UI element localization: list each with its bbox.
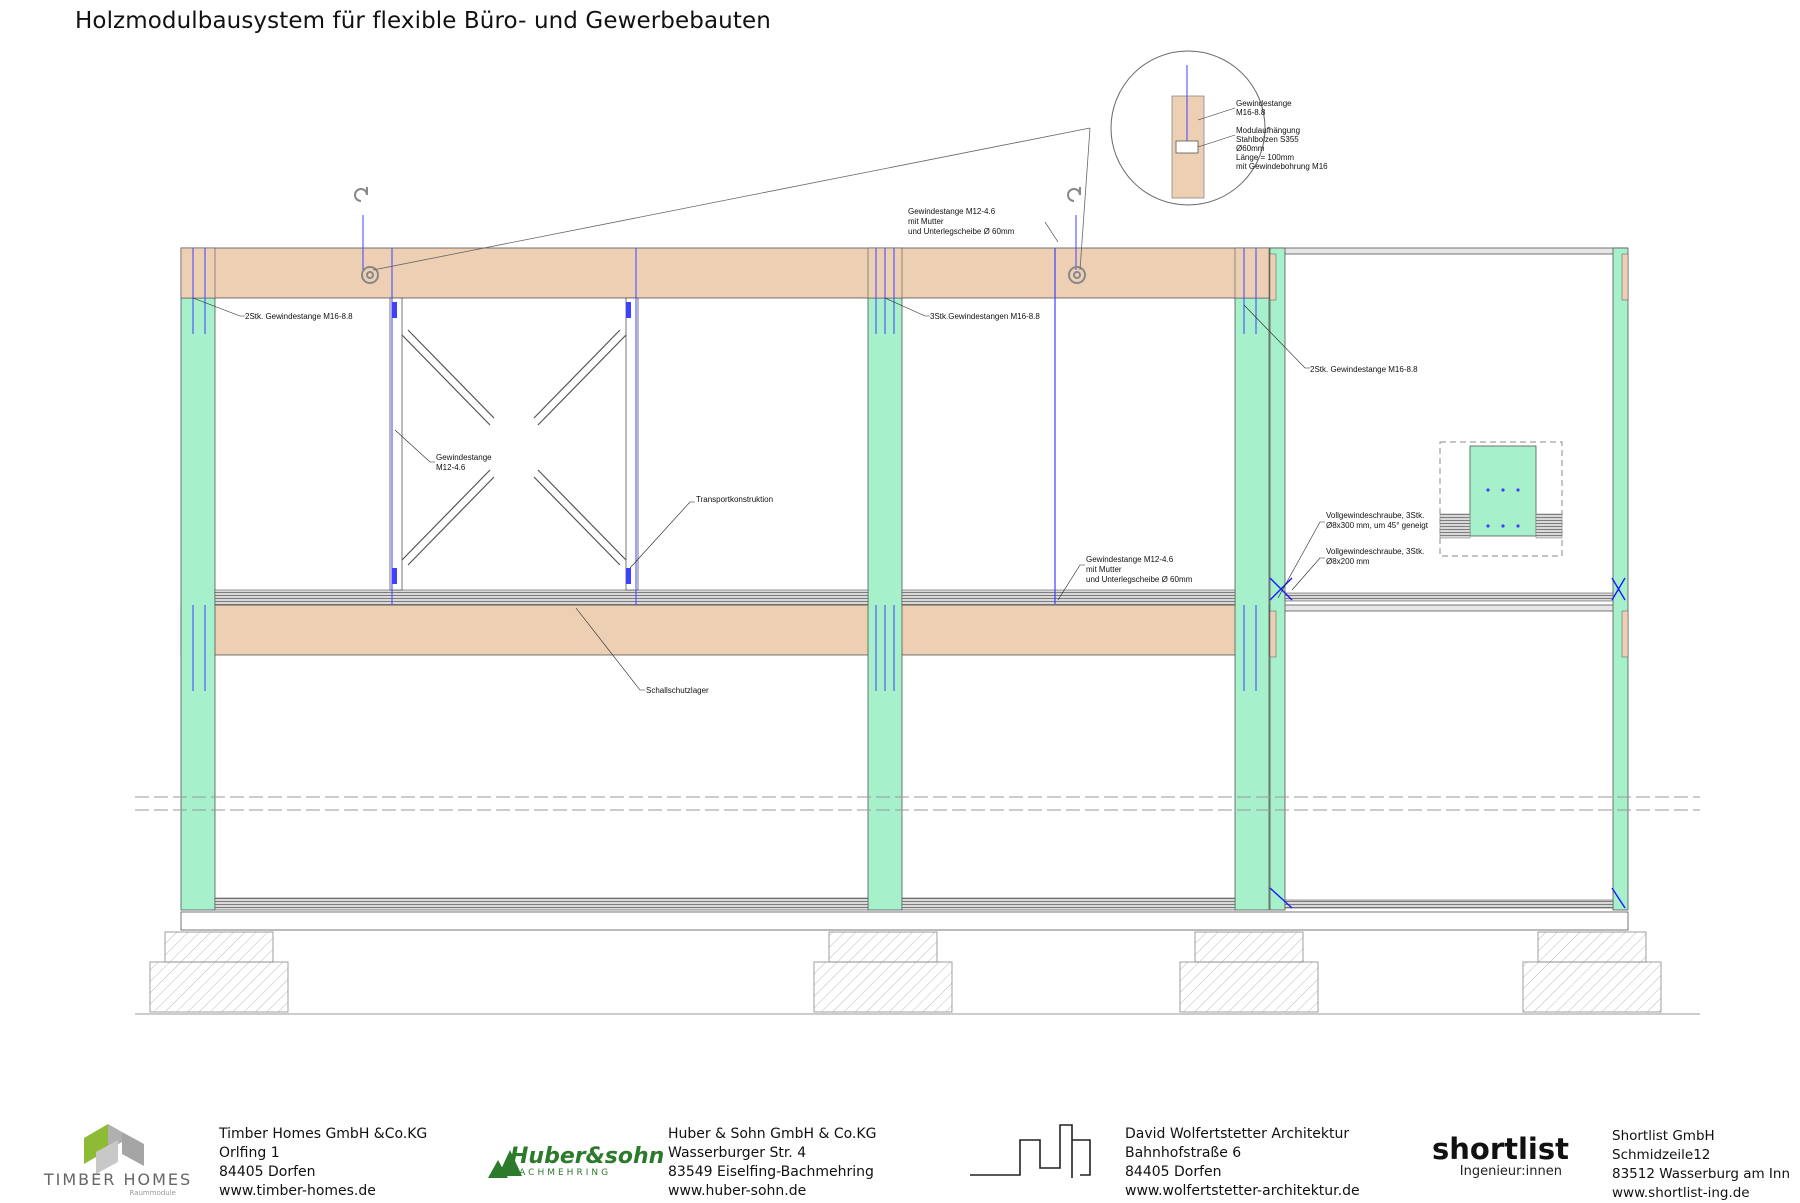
label-top-rod-3: und Unterlegscheibe Ø 60mm: [908, 227, 1015, 236]
columns: [180, 247, 1270, 911]
detail-callout: [372, 50, 1266, 271]
floor-slabs: [214, 589, 1614, 911]
transport-construction: [389, 248, 639, 605]
label-detail-hang-2: Stahlbolzen S355: [1236, 135, 1299, 144]
label-bottom-rod-2: mit Mutter: [1086, 565, 1122, 574]
break-lines: [135, 796, 1700, 811]
shortlist-address: Shortlist GmbH Schmidzeile12 83512 Wasse…: [1612, 1127, 1790, 1203]
leader-lines: [192, 221, 1325, 691]
wolfertstetter-address: David Wolfertstetter Architektur Bahnhof…: [1125, 1125, 1360, 1201]
timber-homes-logo-icon: [84, 1124, 144, 1174]
hook-icon-right: [1067, 187, 1081, 202]
label-rods-3stk: 3Stk.Gewindestangen M16-8.8: [930, 312, 1040, 321]
huber-sohn-logo-sub: BACHMEHRING: [510, 1168, 612, 1178]
address-line: Huber & Sohn GmbH & Co.KG: [668, 1126, 877, 1142]
threaded-rods: [192, 215, 1257, 691]
address-line: Wasserburger Str. 4: [668, 1145, 807, 1161]
address-line[interactable]: www.shortlist-ing.de: [1612, 1185, 1750, 1201]
screws: [1269, 577, 1626, 909]
label-screw1-2: Ø8x300 mm, um 45° geneigt: [1326, 521, 1429, 530]
hook-icon-left: [354, 187, 368, 202]
label-screw2-2: Ø8x200 mm: [1326, 557, 1370, 566]
shortlist-logo-main: shortlist: [1432, 1132, 1569, 1166]
label-rod-m12: Gewindestange: [436, 453, 492, 462]
address-line: Schmidzeile12: [1612, 1147, 1711, 1163]
timber-homes-logo-main: TIMBER HOMES: [43, 1170, 193, 1189]
label-rods-right: 2Stk. Gewindestange M16-8.8: [1310, 365, 1418, 374]
address-line: 83549 Eiselfing-Bachmehring: [668, 1164, 874, 1180]
foundations: [135, 911, 1700, 1015]
huber-sohn-address: Huber & Sohn GmbH & Co.KG Wasserburger S…: [668, 1125, 876, 1201]
address-line: 84405 Dorfen: [1125, 1164, 1222, 1180]
upper-beam-left: [180, 247, 1270, 299]
label-top-rod-2: mit Mutter: [908, 217, 944, 226]
label-detail-hang-4: Länge = 100mm: [1236, 153, 1294, 162]
label-detail-rod-1: Gewindestange: [1236, 99, 1292, 108]
wolfertstetter-logo-icon: [970, 1124, 1091, 1178]
middle-beam-left: [180, 604, 1270, 656]
huber-sohn-logo-icon: [488, 1150, 522, 1178]
address-line: 83512 Wasserburg am Inn: [1612, 1166, 1791, 1182]
label-detail-rod-2: M16-8.8: [1236, 108, 1266, 117]
shortlist-logo: shortlist Ingenieur:innen: [1432, 1132, 1569, 1179]
label-top-rod-1: Gewindestange M12-4.6: [908, 207, 996, 216]
label-screw2-1: Vollgewindeschraube, 3Stk.: [1326, 547, 1424, 556]
address-line: 84405 Dorfen: [219, 1164, 316, 1180]
crane-hooks: [354, 187, 1086, 284]
timber-homes-logo: TIMBER HOMES Raummodule: [38, 1170, 198, 1197]
label-bottom-rod-1: Gewindestange M12-4.6: [1086, 555, 1174, 564]
column-3: [1234, 297, 1270, 911]
column-1: [180, 297, 216, 911]
label-detail-hang-5: mit Gewindebohrung M16: [1236, 162, 1328, 171]
timber-homes-address: Timber Homes GmbH &Co.KG Orlfing 1 84405…: [219, 1125, 427, 1201]
connection-detail: [1439, 441, 1563, 557]
address-line[interactable]: www.wolfertstetter-architektur.de: [1125, 1183, 1360, 1199]
label-soundproof: Schallschutzlager: [646, 686, 709, 695]
address-line[interactable]: www.huber-sohn.de: [668, 1183, 807, 1199]
upper-beams: [180, 247, 1270, 299]
timber-homes-logo-sub: Raummodule: [129, 1189, 177, 1197]
huber-sohn-logo-main: Huber&sohn: [510, 1144, 665, 1169]
address-line: Timber Homes GmbH &Co.KG: [219, 1126, 428, 1142]
label-transport: Transportkonstruktion: [696, 495, 773, 504]
label-detail-hang-3: Ø60mm: [1236, 144, 1265, 153]
label-detail-hang-1: Modulaufhängung: [1236, 126, 1300, 135]
label-rod-m12-2: M12-4.6: [436, 463, 466, 472]
label-rods-left: 2Stk. Gewindestange M16-8.8: [245, 312, 353, 321]
address-line: David Wolfertstetter Architektur: [1125, 1126, 1350, 1142]
middle-beams: [180, 604, 1270, 656]
shortlist-logo-sub: Ingenieur:innen: [1459, 1164, 1562, 1179]
address-line: Orlfing 1: [219, 1145, 280, 1161]
address-line: Shortlist GmbH: [1612, 1128, 1715, 1144]
right-module: [1268, 247, 1629, 911]
page-title: Holzmodulbausystem für flexible Büro- un…: [75, 8, 771, 34]
label-screw1-1: Vollgewindeschraube, 3Stk.: [1326, 511, 1424, 520]
huber-sohn-logo: Huber&sohn BACHMEHRING: [510, 1144, 665, 1179]
address-line[interactable]: www.timber-homes.de: [219, 1183, 376, 1199]
address-line: Bahnhofstraße 6: [1125, 1145, 1242, 1161]
column-2: [867, 297, 903, 911]
label-bottom-rod-3: und Unterlegscheibe Ø 60mm: [1086, 575, 1193, 584]
